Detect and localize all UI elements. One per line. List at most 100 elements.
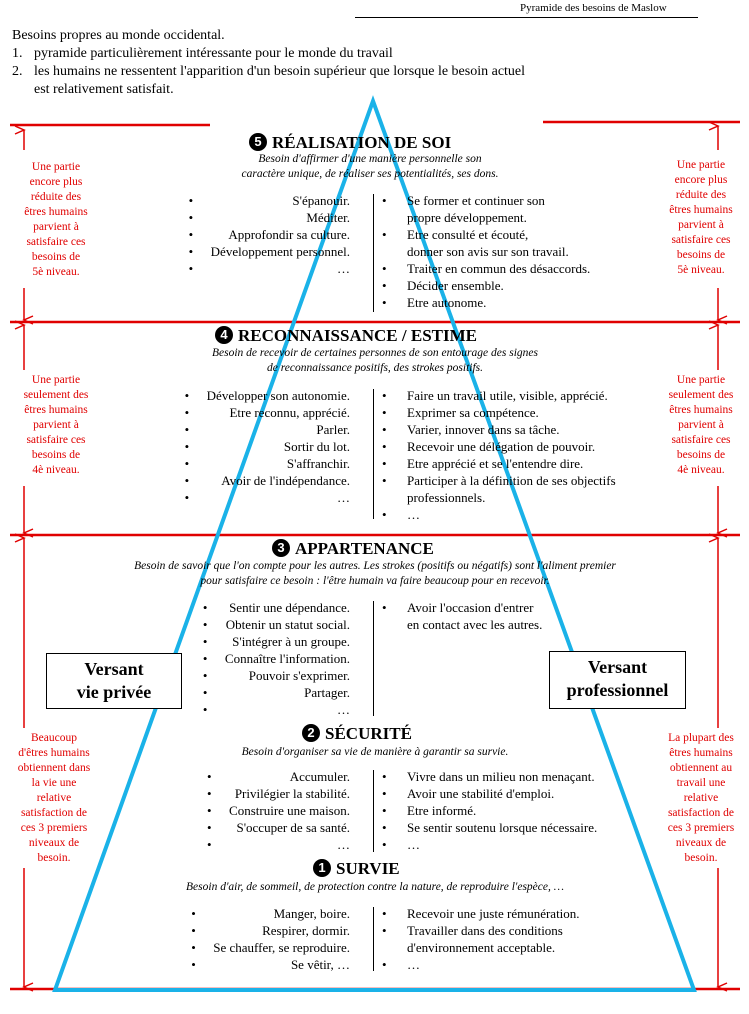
side-note-line: besoin. [37, 852, 71, 864]
list-item: d'environnement acceptable. [407, 940, 556, 955]
intro-item-text: les humains ne ressentent l'apparition d… [34, 64, 526, 79]
side-note-line: satisfaire ces [671, 234, 731, 246]
list-item: Faire un travail utile, visible, appréci… [380, 387, 616, 404]
arrows [14, 121, 728, 992]
side-note-line: satisfaire ces [26, 236, 86, 248]
intro-item-number: 2. [12, 64, 23, 79]
level-title-text: SURVIE [336, 859, 400, 878]
intro-line: Besoins propres au monde occidental. [12, 28, 225, 43]
level-number-badge: 2 [302, 724, 320, 742]
side-note-line: relative [683, 792, 719, 804]
list-item: Décider ensemble. [380, 277, 590, 294]
side-note-line: La plupart des [668, 732, 734, 744]
side-note-line: 5è niveau. [32, 266, 80, 278]
description-line: Besoin d'affirmer d'une manière personne… [258, 153, 482, 165]
side-note-line: besoins de [31, 251, 81, 263]
versant-private-box: Versant vie privée [46, 653, 182, 709]
level-2-divider [373, 770, 374, 852]
list-item: … [380, 956, 580, 973]
versant-line: professionnel [566, 680, 669, 700]
list-item: Etre informé. [380, 802, 597, 819]
list-item: Traiter en commun des désaccords. [380, 260, 590, 277]
list-item: Privilégier la stabilité. [207, 785, 356, 802]
level-title-text: APPARTENANCE [295, 539, 434, 558]
side-note-line: d'êtres humains [18, 747, 90, 759]
pyramid-outline [52, 95, 697, 992]
list-item: Etre reconnu, apprécié. [185, 404, 356, 421]
side-note-line: besoins de [31, 449, 81, 461]
side-note-line: 4è niveau. [677, 464, 725, 476]
intro-item-2-continued: est relativement satisfait. [34, 82, 174, 97]
list-item: Développement personnel. [189, 243, 356, 260]
list-item: Varier, innover dans sa tâche. [380, 421, 616, 438]
list-item: Manger, boire. [191, 905, 356, 922]
versant-professional-box: Versant professionnel [549, 651, 686, 709]
versant-line: Versant [587, 657, 648, 677]
level-1-divider [373, 907, 374, 971]
list-item: Respirer, dormir. [191, 922, 356, 939]
list-item: Obtenir un statut social. [203, 616, 356, 633]
side-note-line: parvient à [678, 219, 724, 231]
side-note-line: Beaucoup [31, 732, 77, 744]
level-2-description: Besoin d'organiser sa vie de manière à g… [160, 745, 590, 760]
side-note-line: 5è niveau. [677, 264, 725, 276]
level-title-text: RECONNAISSANCE / ESTIME [238, 326, 477, 345]
side-note-line: 4è niveau. [32, 464, 80, 476]
list-item: Construire une maison. [207, 802, 356, 819]
list-item: Se former et continuer son [380, 192, 590, 209]
side-note-line: êtres humains [24, 206, 88, 218]
level-3-private-list: Sentir une dépendance.Obtenir un statut … [203, 599, 356, 718]
level-2-title: 2 SÉCURITÉ [302, 724, 412, 744]
level-2-private-list: Accumuler.Privilégier la stabilité.Const… [207, 768, 356, 853]
side-note-line: parvient à [33, 419, 79, 431]
side-note-line: besoin. [684, 852, 718, 864]
level-4-description: Besoin de recevoir de certaines personne… [130, 346, 620, 376]
list-item: en contact avec les autres. [407, 617, 543, 632]
list-item: … [380, 506, 616, 523]
level-1-description: Besoin d'air, de sommeil, de protection … [120, 880, 630, 895]
level-title-text: SÉCURITÉ [325, 724, 412, 743]
side-note-line: satisfaction de [667, 807, 735, 819]
list-item: … [380, 836, 597, 853]
list-item: Approfondir sa culture. [189, 226, 356, 243]
side-note-line: niveaux de [28, 837, 80, 849]
level-4-title: 4 RECONNAISSANCE / ESTIME [215, 326, 477, 346]
level-1-private-list: Manger, boire.Respirer, dormir.Se chauff… [191, 905, 356, 973]
versant-line: Versant [84, 659, 144, 679]
list-item: Parler. [185, 421, 356, 438]
level-4-professional-list: Faire un travail utile, visible, appréci… [380, 387, 616, 523]
list-item: S'affranchir. [185, 455, 356, 472]
description-line: Besoin de savoir que l'on compte pour le… [134, 560, 616, 572]
side-note-line: parvient à [33, 221, 79, 233]
side-note-line: parvient à [678, 419, 724, 431]
list-item: … [185, 489, 356, 506]
side-note-line: réduite des [675, 189, 727, 201]
list-item: Exprimer sa compétence. [380, 404, 616, 421]
side-note-line: êtres humains [669, 204, 733, 216]
level-number-badge: 1 [313, 859, 331, 877]
list-item: Vivre dans un milieu non menaçant. [380, 768, 597, 785]
side-note-line: êtres humains [669, 404, 733, 416]
list-item: Développer son autonomie. [185, 387, 356, 404]
side-note-line: la vie une [31, 777, 77, 789]
list-item: propre développement. [407, 210, 527, 225]
level-2-professional-list: Vivre dans un milieu non menaçant.Avoir … [380, 768, 597, 853]
intro-item-text: pyramide particulièrement intéressante p… [34, 46, 393, 61]
description-line: Besoin de recevoir de certaines personne… [212, 347, 538, 359]
description-line: Besoin d'air, de sommeil, de protection … [186, 881, 564, 893]
list-item: Recevoir une délégation de pouvoir. [380, 438, 616, 455]
list-item: Avoir l'occasion d'entrer [380, 599, 542, 616]
list-item: S'intégrer à un groupe. [203, 633, 356, 650]
side-note-line: Une partie [31, 161, 81, 173]
list-item: Partager. [203, 684, 356, 701]
side-note-line: satisfaire ces [671, 434, 731, 446]
intro-item-2: 2. les humains ne ressentent l'apparitio… [12, 64, 525, 80]
side-note-line: ces 3 premiers [20, 822, 88, 834]
level-number-badge: 4 [215, 326, 233, 344]
